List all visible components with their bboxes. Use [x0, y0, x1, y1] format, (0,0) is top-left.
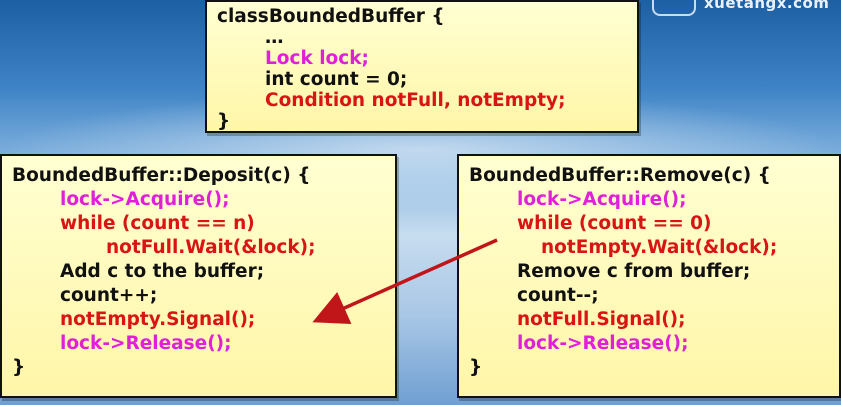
code-line-count-decl: int count = 0; [265, 69, 408, 90]
code-line-class-close: } [217, 111, 231, 132]
code-line-increment: count++; [60, 285, 158, 306]
code-line-remove-header: BoundedBuffer::Remove(c) { [469, 165, 771, 186]
code-line-release: lock->Release(); [60, 333, 232, 354]
code-line-while: while (count == n) [60, 213, 255, 234]
class-definition-box: classBoundedBuffer { … Lock lock; int co… [205, 0, 639, 133]
remove-method-box: BoundedBuffer::Remove(c) { lock->Acquire… [457, 154, 841, 398]
code-line-class-header: classBoundedBuffer { [217, 6, 445, 27]
code-line-ellipsis: … [265, 27, 284, 48]
arrow-line [312, 238, 498, 325]
code-line-acquire: lock->Acquire(); [60, 189, 230, 210]
code-line-wait: notFull.Wait(&lock); [106, 237, 316, 258]
code-line-wait: notEmpty.Wait(&lock); [541, 237, 778, 258]
code-line-remove-close: } [469, 357, 483, 378]
code-line-deposit-header: BoundedBuffer::Deposit(c) { [12, 165, 311, 186]
deposit-method-box: BoundedBuffer::Deposit(c) { lock->Acquir… [0, 154, 397, 398]
code-line-condition-decl: Condition notFull, notEmpty; [265, 90, 566, 111]
code-line-add: Add c to the buffer; [60, 261, 265, 282]
watermark-logo: xuetangx.com [648, 0, 841, 20]
code-line-signal: notEmpty.Signal(); [60, 309, 256, 330]
logo-text: xuetangx.com [704, 0, 830, 12]
code-line-release: lock->Release(); [517, 333, 689, 354]
code-line-signal: notFull.Signal(); [517, 309, 686, 330]
code-line-remove: Remove c from buffer; [517, 261, 751, 282]
code-line-decrement: count--; [517, 285, 599, 306]
code-line-acquire: lock->Acquire(); [517, 189, 687, 210]
code-line-deposit-close: } [12, 357, 26, 378]
code-line-while: while (count == 0) [517, 213, 712, 234]
logo-icon [652, 0, 696, 16]
code-line-lock-decl: Lock lock; [265, 48, 369, 69]
